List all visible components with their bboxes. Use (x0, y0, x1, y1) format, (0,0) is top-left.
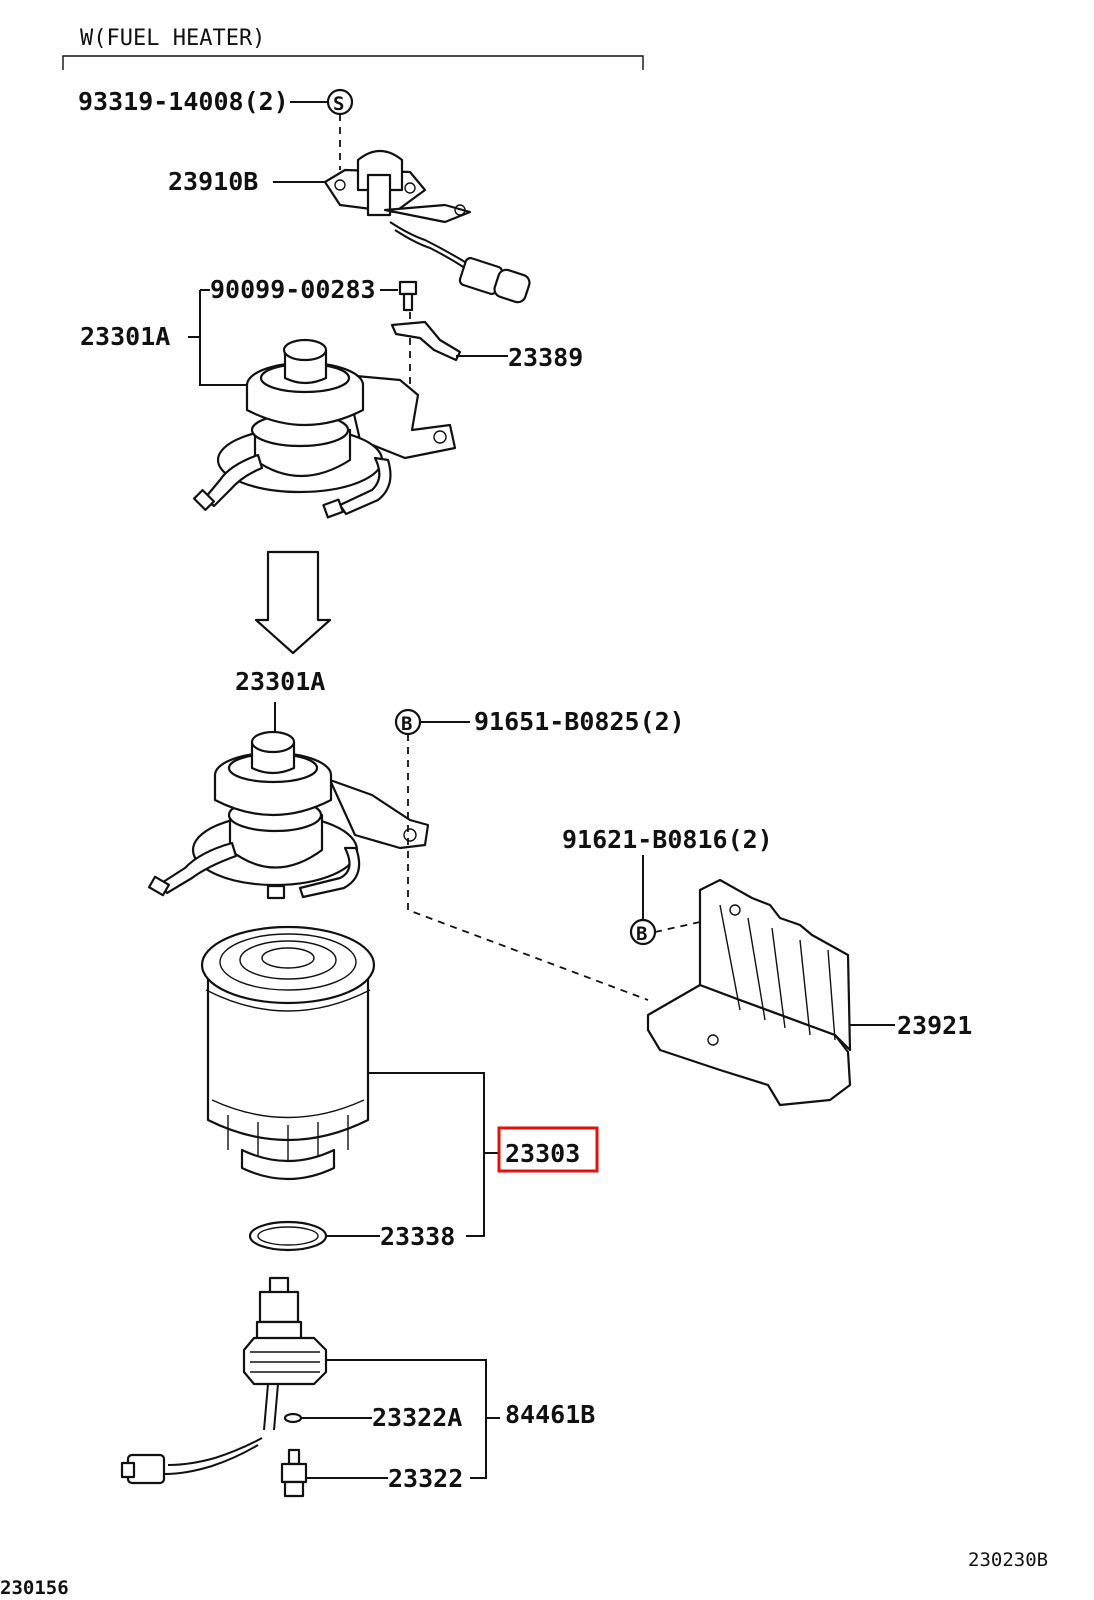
water-sensor-part[interactable] (120, 1276, 328, 1485)
marker-b2-label: B (636, 923, 647, 945)
callout-clamp[interactable]: 23389 (508, 343, 583, 372)
callout-bolt-bracket[interactable]: 91621-B0816(2) (562, 825, 773, 854)
heater-sensor-part[interactable] (323, 149, 532, 304)
callout-pump-top[interactable]: 23301A (80, 322, 170, 351)
down-arrow-icon (254, 550, 332, 655)
callout-plug[interactable]: 23322 (388, 1464, 463, 1493)
callout-sensor-assy[interactable]: 84461B (505, 1400, 595, 1429)
priming-pump-upper[interactable] (193, 338, 457, 519)
callout-heater-sensor[interactable]: 23910B (168, 167, 258, 196)
filter-bracket-part[interactable] (646, 878, 852, 1107)
clamp-part[interactable] (390, 320, 462, 362)
sensor-assy-leader (326, 1359, 500, 1479)
callout-oring[interactable]: 23322A (372, 1403, 462, 1432)
gasket-part[interactable] (248, 1220, 328, 1252)
priming-pump-lower[interactable] (147, 730, 430, 900)
bolt-b-leader (407, 734, 649, 1001)
bolt-top-part[interactable] (398, 280, 418, 312)
figure-ref-left: 230156 (0, 1577, 69, 1599)
callout-pump-bottom[interactable]: 23301A (235, 667, 325, 696)
callout-bolt-b[interactable]: 91651-B0825(2) (474, 707, 685, 736)
callout-screw[interactable]: 93319-14008(2) (78, 87, 289, 116)
marker-s-label: S (333, 93, 344, 115)
figure-ref-right: 230230B (968, 1549, 1048, 1571)
filter-leader (368, 1072, 500, 1237)
oring-part[interactable] (283, 1412, 303, 1424)
callout-bracket[interactable]: 23921 (897, 1011, 972, 1040)
fuel-filter-part[interactable] (200, 925, 376, 1181)
marker-b1-label: B (401, 713, 412, 735)
callout-gasket[interactable]: 23338 (380, 1222, 455, 1251)
callout-filter[interactable]: 23303 (505, 1139, 580, 1168)
section-title: W(FUEL HEATER) (80, 26, 265, 51)
highlight-box (497, 1126, 599, 1173)
callout-bolt-top[interactable]: 90099-00283 (210, 275, 376, 304)
plug-part[interactable] (280, 1448, 308, 1498)
section-bracket (62, 55, 644, 70)
